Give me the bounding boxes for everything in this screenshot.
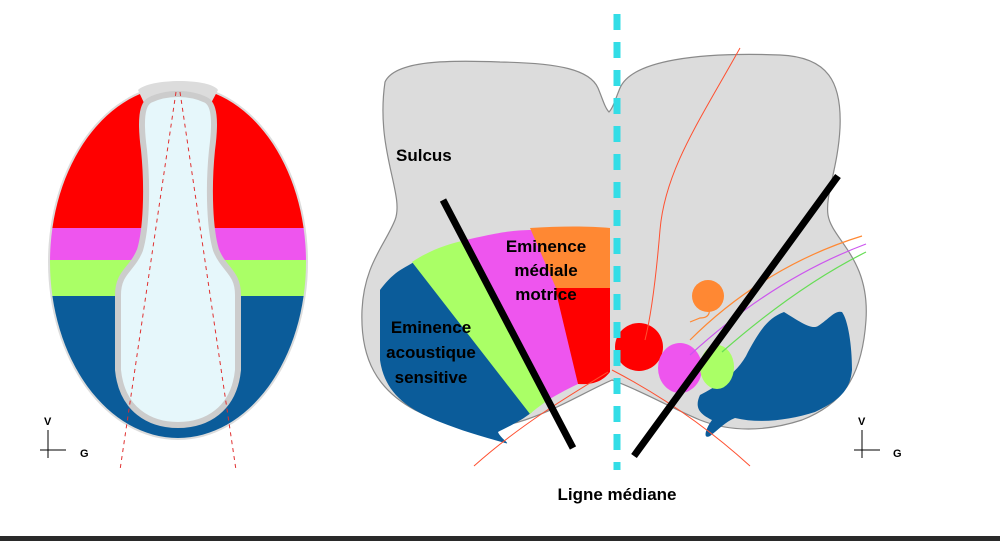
acoustic-area-blue — [380, 262, 532, 444]
label-eminence-acoustique: Eminence acoustique sensitive — [386, 318, 476, 387]
neural-tube-section — [48, 81, 308, 471]
orientation-right-g: G — [893, 448, 902, 460]
brainstem-section: Sulcus Eminence médiale motrice Eminence… — [361, 14, 867, 504]
fiber-red-lower-left — [473, 371, 609, 467]
orientation-marker-right: V G — [854, 416, 902, 460]
label-ligne-mediane: Ligne médiane — [557, 485, 676, 504]
svg-text:acoustique: acoustique — [386, 343, 476, 362]
svg-text:motrice: motrice — [515, 285, 576, 304]
eminence-bands-left — [380, 226, 610, 444]
visceral-sensory-nucleus — [700, 345, 734, 389]
orientation-left-g: G — [80, 448, 89, 460]
fiber-magenta — [689, 243, 867, 356]
fiber-red-lower-right — [611, 369, 751, 467]
fiber-green — [721, 251, 867, 353]
branchial-motor-orange — [530, 226, 610, 288]
sulcus-line-right — [631, 173, 841, 459]
orientation-left-v: V — [44, 416, 52, 428]
central-canal — [115, 91, 241, 429]
motor-eminence-red — [555, 288, 610, 385]
svg-text:sensitive: sensitive — [395, 368, 468, 387]
acoustic-area-blue-right — [697, 311, 852, 437]
orientation-marker-left: V G — [40, 416, 89, 460]
label-sulcus: Sulcus — [396, 146, 452, 165]
fiber-red-long — [644, 47, 741, 341]
bottom-border — [0, 536, 1000, 541]
orientation-right-v: V — [858, 416, 866, 428]
sulcus-line-left — [439, 198, 577, 450]
svg-text:médiale: médiale — [514, 261, 577, 280]
motor-nucleus-red — [615, 323, 663, 371]
label-eminence-mediale: Eminence médiale motrice — [506, 237, 586, 304]
svg-text:Eminence: Eminence — [506, 237, 586, 256]
visceral-sensory-band — [412, 240, 548, 414]
svg-text:Eminence: Eminence — [391, 318, 471, 337]
fiber-orange — [689, 235, 863, 341]
